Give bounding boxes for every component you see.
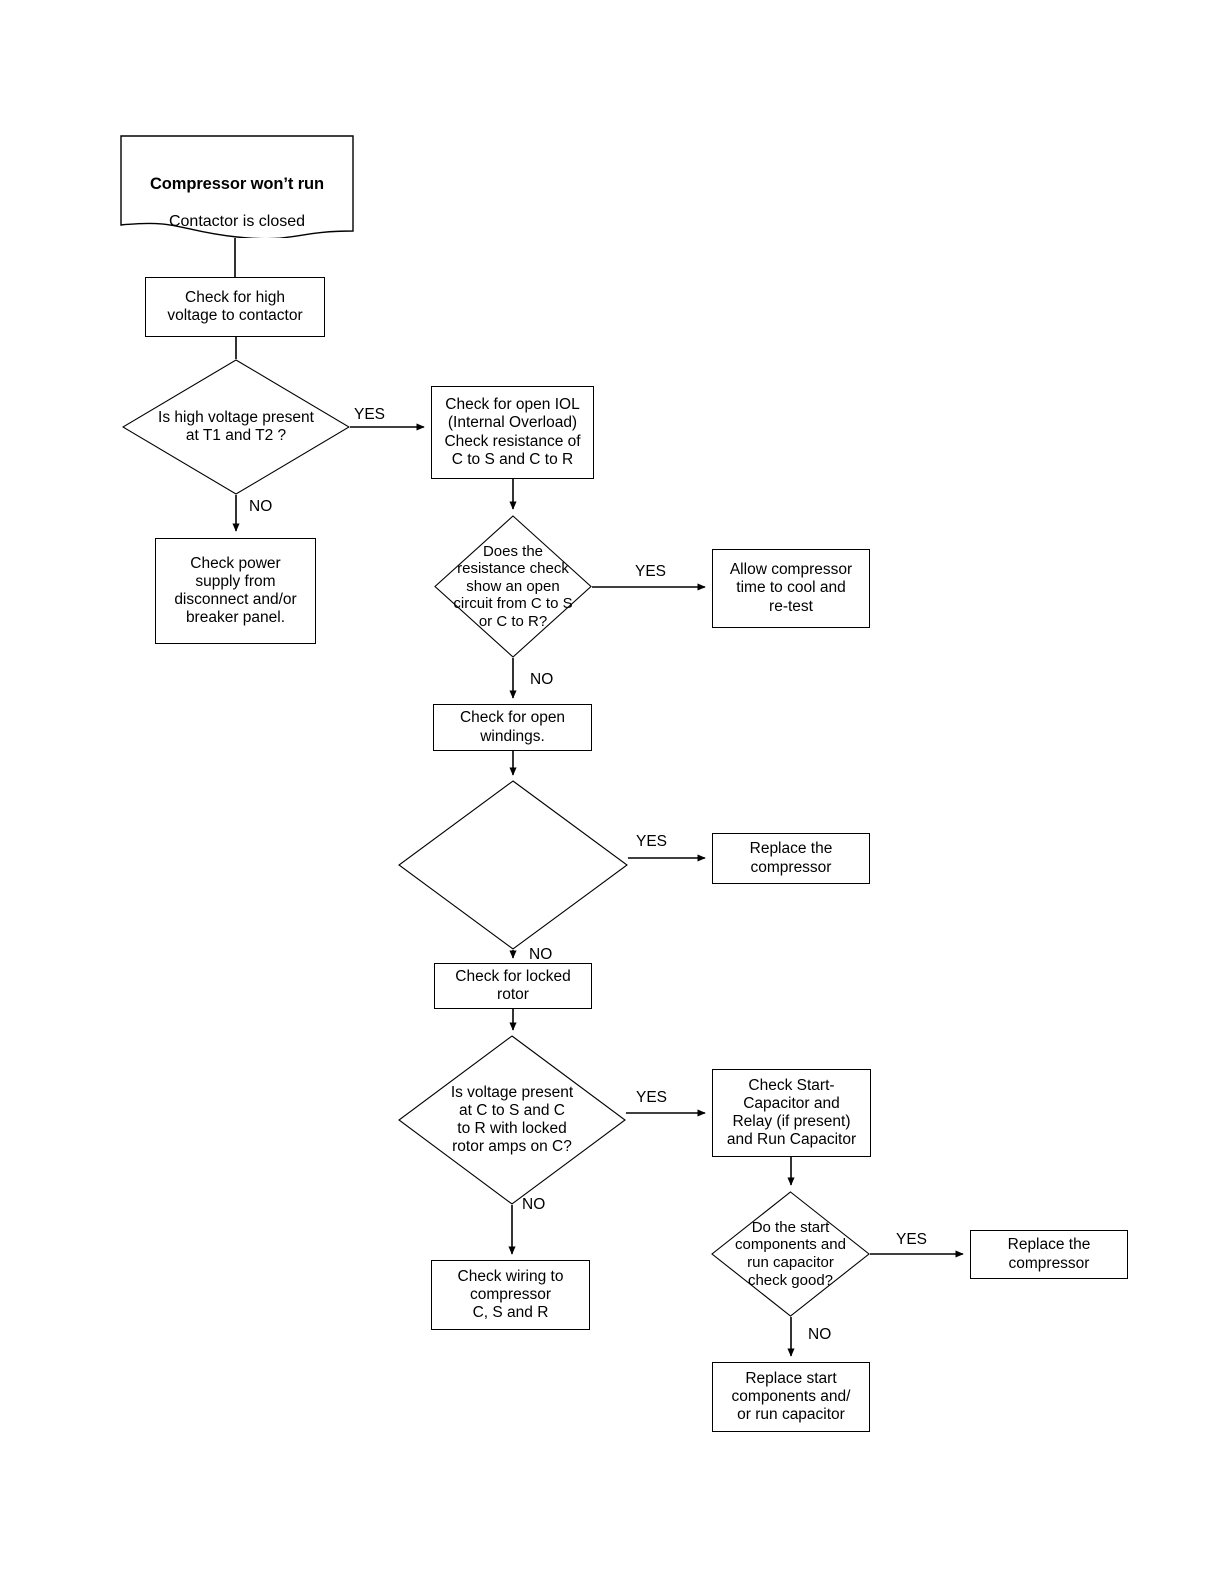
node-label: Check Start- Capacitor and Relay (if pre… bbox=[726, 1076, 857, 1149]
node-allow-compressor-cool[interactable]: Allow compressor time to cool and re-tes… bbox=[712, 549, 870, 628]
node-label: Replace the compressor bbox=[1007, 1236, 1091, 1272]
node-label: Do the start components and run capacito… bbox=[735, 1218, 846, 1289]
node-check-wiring[interactable]: Check wiring to compressor C, S and R bbox=[431, 1260, 590, 1330]
node-label: Allow compressor time to cool and re-tes… bbox=[729, 561, 853, 615]
node-question-open-windings[interactable] bbox=[398, 780, 628, 950]
node-check-high-voltage[interactable]: Check for high voltage to contactor bbox=[145, 277, 325, 337]
start-title: Compressor won’t run bbox=[149, 175, 324, 194]
edge-label-high-voltage-yes: YES bbox=[354, 406, 386, 423]
node-check-power-supply[interactable]: Check power supply from disconnect and/o… bbox=[155, 538, 316, 644]
edge-label-locked-rotor-yes: YES bbox=[636, 1089, 668, 1106]
edge-label-windings-yes: YES bbox=[636, 833, 668, 850]
node-question-high-voltage[interactable]: Is high voltage present at T1 and T2 ? bbox=[122, 359, 350, 495]
node-label: Check wiring to compressor C, S and R bbox=[457, 1267, 564, 1322]
diamond-shape-icon bbox=[398, 780, 628, 950]
node-question-start-components[interactable]: Do the start components and run capacito… bbox=[711, 1191, 870, 1317]
edge-label-start-components-yes: YES bbox=[896, 1231, 928, 1248]
node-check-start-capacitor[interactable]: Check Start- Capacitor and Relay (if pre… bbox=[712, 1069, 871, 1157]
edge-label-resistance-yes: YES bbox=[635, 563, 667, 580]
edge-label-locked-rotor-no: NO bbox=[522, 1196, 546, 1213]
node-check-locked-rotor[interactable]: Check for locked rotor bbox=[434, 963, 592, 1009]
node-check-open-windings[interactable]: Check for open windings. bbox=[433, 704, 592, 751]
node-label: Check power supply from disconnect and/o… bbox=[174, 554, 297, 627]
node-label: Check for high voltage to contactor bbox=[167, 288, 303, 324]
node-label: Check for locked rotor bbox=[455, 967, 571, 1003]
node-replace-start-components[interactable]: Replace start components and/ or run cap… bbox=[712, 1362, 870, 1432]
node-replace-compressor-lower[interactable]: Replace the compressor bbox=[970, 1230, 1128, 1279]
node-label: Replace start components and/ or run cap… bbox=[731, 1369, 851, 1424]
edge-label-high-voltage-no: NO bbox=[249, 498, 273, 515]
node-replace-compressor-upper[interactable]: Replace the compressor bbox=[712, 833, 870, 884]
node-label: Check for open windings. bbox=[459, 709, 566, 745]
edge-label-start-components-no: NO bbox=[808, 1326, 832, 1343]
node-label: Is voltage present at C to S and C to R … bbox=[450, 1083, 574, 1156]
node-label: Replace the compressor bbox=[749, 840, 833, 876]
node-check-open-iol[interactable]: Check for open IOL (Internal Overload) C… bbox=[431, 386, 594, 479]
start-title-block: Compressor won’t run Contactor is closed bbox=[120, 157, 354, 249]
node-label: Check for open IOL (Internal Overload) C… bbox=[444, 396, 581, 468]
node-start-document[interactable]: Compressor won’t run Contactor is closed bbox=[120, 135, 354, 238]
node-label: Is high voltage present at T1 and T2 ? bbox=[158, 408, 314, 444]
node-question-resistance-check[interactable]: Does the resistance check show an open c… bbox=[434, 515, 592, 658]
node-label: Does the resistance check show an open c… bbox=[453, 542, 573, 630]
start-subtitle: Contactor is closed bbox=[168, 212, 306, 230]
edge-label-resistance-no: NO bbox=[530, 671, 554, 688]
node-question-locked-rotor-voltage[interactable]: Is voltage present at C to S and C to R … bbox=[398, 1035, 626, 1205]
edge-label-windings-no: NO bbox=[529, 946, 553, 963]
